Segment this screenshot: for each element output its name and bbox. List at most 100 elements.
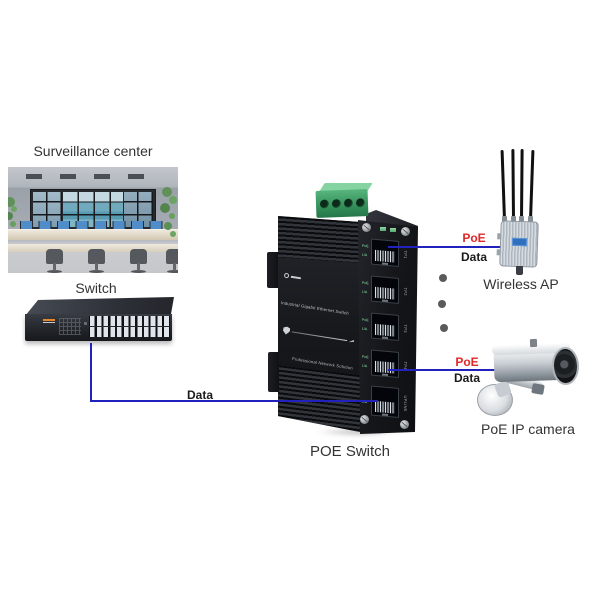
more-devices-dot	[440, 324, 448, 332]
wire-poe-label-camera: PoE	[455, 355, 479, 369]
power-terminal-block	[315, 189, 369, 218]
rj45-jack	[371, 349, 399, 378]
rj45-pins	[375, 286, 395, 300]
port-group-gap	[115, 316, 117, 338]
chair	[46, 249, 63, 273]
switch-reset-button	[84, 322, 87, 325]
port-led-top: PoE	[362, 317, 369, 323]
switch-label: Switch	[75, 280, 117, 296]
port-name-label: TP2	[403, 287, 408, 296]
terminal-hole	[319, 199, 330, 209]
wire-poe-label-ap: PoE	[462, 231, 486, 245]
rj45-latch	[382, 373, 388, 376]
status-led	[380, 227, 386, 231]
poe-ip-camera-label: PoE IP camera	[481, 421, 575, 437]
brand-logo-bar	[290, 275, 302, 279]
rj45-jack	[371, 238, 399, 267]
desk-monitors-row	[20, 221, 168, 230]
port-name-label: TP1	[403, 250, 408, 259]
wire-switch-vertical	[90, 343, 92, 402]
screw-icon	[401, 227, 410, 236]
more-devices-dot	[438, 300, 446, 308]
port-led-top: PoE	[362, 280, 369, 286]
port-led-top	[362, 395, 371, 396]
antenna-connector	[502, 216, 507, 222]
shield-graphic	[282, 326, 354, 345]
poe-switch-label: POE Switch	[309, 443, 391, 460]
console-desk-back	[8, 229, 178, 240]
surveillance-center-image	[8, 167, 178, 273]
antenna	[511, 148, 515, 220]
screw-icon	[362, 223, 371, 232]
rj45-port-2: PoE L/A TP2	[362, 273, 414, 308]
rj45-pins	[375, 249, 395, 263]
antenna-connector	[511, 216, 516, 222]
port-led-labels: PoE L/A	[362, 280, 371, 295]
din-rail-clip	[268, 352, 279, 392]
chair	[130, 249, 147, 273]
switch-top-face	[25, 297, 174, 316]
rj45-latch	[382, 299, 388, 302]
ap-brand-badge	[511, 237, 528, 247]
terminal-hole	[343, 198, 354, 208]
plant	[8, 197, 15, 207]
ap-bottom-connector	[516, 266, 523, 275]
port-name-label: UPLINK	[403, 395, 408, 412]
status-led	[390, 228, 396, 232]
ap-side-connector	[497, 233, 502, 240]
rj45-port-1: PoE L/A TP1	[362, 236, 414, 271]
wire-data-label-switch: Data	[186, 388, 213, 402]
wire-data-label-camera: Data	[453, 371, 480, 385]
port-led-labels: PoE L/A	[362, 317, 371, 332]
port-led-labels: PoE L/A	[362, 355, 371, 369]
wire-data-label-ap: Data	[460, 250, 487, 264]
switch-brand-marks	[43, 319, 55, 325]
camera-top-screw	[529, 338, 538, 348]
wireless-ap-label: Wireless AP	[483, 276, 559, 292]
pen-icon	[349, 339, 354, 343]
rj45-latch	[382, 262, 388, 265]
antenna	[529, 149, 535, 221]
camera-mount-joint	[531, 383, 545, 395]
chair	[88, 249, 105, 273]
chair	[166, 249, 178, 273]
poe-switch-side-panel: Industrial Gigabit Ethernet Switch Profe…	[278, 216, 360, 432]
port-led-bottom: L/A	[362, 326, 368, 331]
switch-port-row	[89, 316, 170, 326]
wire-poe-to-ap	[388, 246, 502, 248]
rj45-jack	[371, 312, 399, 341]
brand-logo-glyph	[283, 272, 290, 279]
rj45-pins	[375, 323, 395, 337]
antenna	[520, 148, 524, 220]
port-led-bottom: L/A	[362, 289, 368, 294]
wire-switch-to-poe	[90, 400, 378, 402]
port-name-label: TP3	[403, 324, 408, 333]
port-group-gap	[142, 316, 144, 338]
shield-icon	[282, 326, 290, 335]
brand-logo	[283, 272, 302, 281]
rj45-pins	[375, 400, 395, 414]
rj45-jack	[371, 275, 399, 304]
surveillance-center-label: Surveillance center	[33, 143, 153, 159]
screw-icon	[360, 415, 369, 424]
rj45-latch	[382, 336, 388, 339]
port-led-bottom: L/A	[362, 363, 368, 368]
din-rail-clip	[267, 252, 278, 288]
wireless-ap-image	[496, 220, 539, 268]
rj45-pins	[375, 360, 395, 374]
port-led-labels: PoE L/A	[362, 243, 371, 258]
rj45-latch	[382, 413, 388, 416]
switch-port-block	[89, 316, 170, 338]
terminal-hole	[331, 199, 342, 209]
screw-icon	[400, 420, 409, 429]
ceiling-lights	[26, 174, 160, 179]
plant	[162, 187, 172, 197]
more-devices-dot	[439, 274, 447, 282]
poe-switch-body-text-1: Industrial Gigabit Ethernet Switch	[280, 300, 350, 316]
wire-poe-to-camera	[388, 369, 495, 371]
poe-switch-port-face: PoE L/A TP1 PoE L/A TP2 PoE L/A	[358, 220, 418, 434]
ap-side-connector	[496, 249, 501, 256]
rj45-port-3: PoE L/A TP3	[362, 310, 414, 345]
port-led-top: PoE	[362, 243, 369, 249]
antenna-connector	[528, 216, 533, 222]
